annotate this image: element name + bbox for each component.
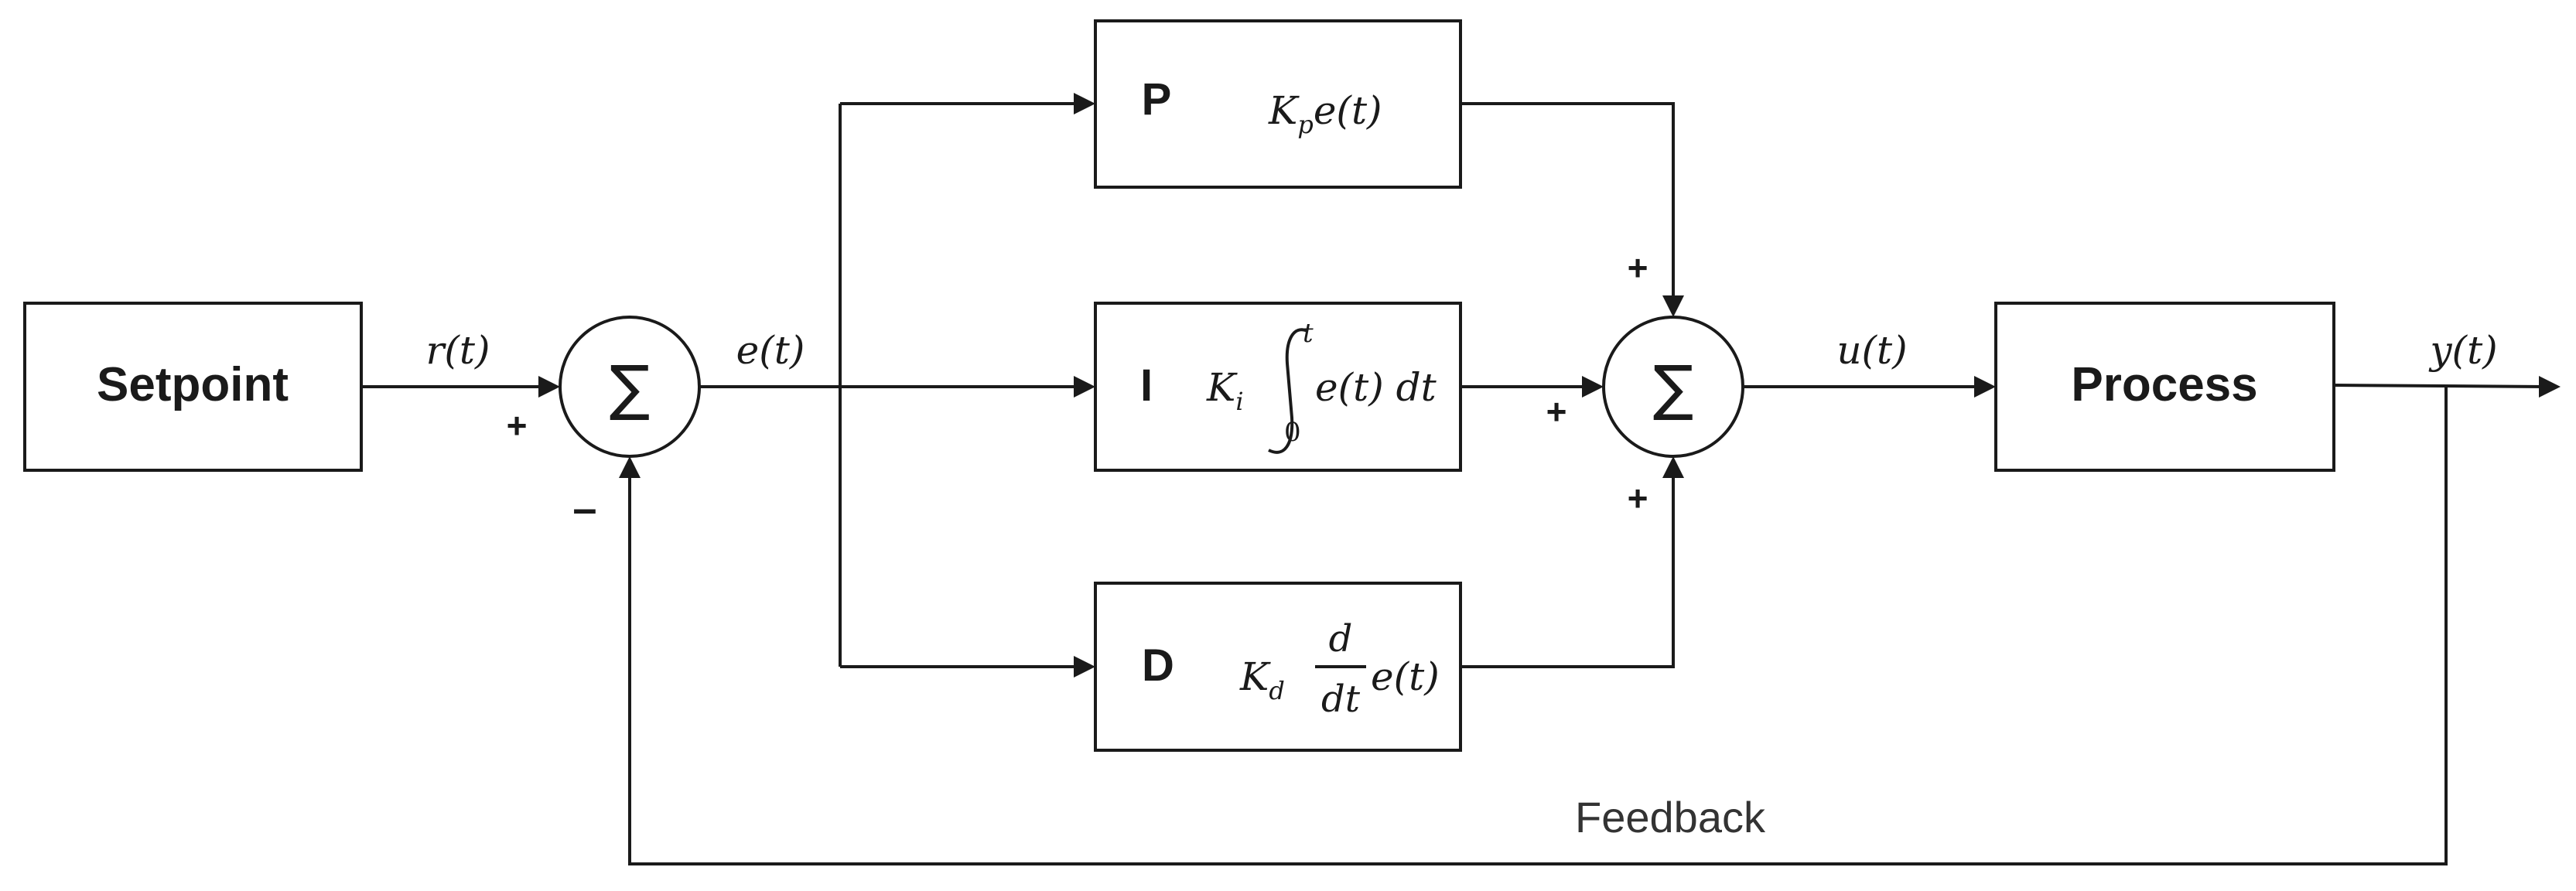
d-block-letter: D	[1142, 640, 1174, 691]
d-body: e(t)	[1371, 654, 1440, 699]
wire-p-out	[1461, 102, 1675, 303]
arrow-to-d	[1074, 656, 1095, 678]
d-gain: K	[1239, 654, 1271, 699]
error-sum-symbol: ∑	[610, 353, 651, 423]
error-minus-sign: –	[572, 483, 596, 532]
i-block-letter: I	[1140, 360, 1153, 411]
p-body: e(t)	[1314, 88, 1382, 133]
pid-left-plus-sign: +	[1546, 391, 1567, 432]
setpoint-block	[23, 302, 363, 472]
i-integrand: e(t) dt	[1315, 365, 1437, 410]
i-lower-limit: 0	[1284, 417, 1301, 448]
arrow-d-into-sum	[1662, 456, 1684, 478]
wire-feedback	[628, 387, 2448, 865]
feedback-label: Feedback	[1575, 793, 1766, 842]
arrow-control	[1974, 376, 1996, 398]
signal-reference-label: r(t)	[425, 328, 490, 373]
p-block-letter: P	[1142, 74, 1172, 125]
i-upper-limit: t	[1303, 318, 1314, 349]
error-plus-sign: +	[507, 405, 528, 446]
p-block	[1094, 19, 1462, 189]
p-gain-sub: p	[1297, 110, 1313, 139]
i-gain-sub: i	[1235, 387, 1243, 416]
d-gain-group: Kd	[1239, 654, 1285, 705]
d-block	[1094, 582, 1462, 752]
arrow-feedback	[619, 456, 641, 478]
pid-sum-symbol: ∑	[1653, 353, 1694, 423]
integral-sign	[1268, 328, 1308, 454]
signal-error-label: e(t)	[736, 328, 805, 373]
d-fraction-denominator: dt	[1321, 678, 1361, 721]
arrow-reference	[538, 376, 560, 398]
i-block	[1094, 302, 1462, 472]
arrow-to-p	[1074, 93, 1095, 114]
p-formula: Kpe(t)	[1268, 88, 1382, 139]
wire-d-out	[1461, 470, 1675, 668]
i-gain: K	[1206, 365, 1238, 410]
i-formula: Ki	[1206, 365, 1244, 416]
signal-control-label: u(t)	[1836, 328, 1907, 373]
arrow-output	[2539, 376, 2561, 398]
arrow-to-i	[1074, 376, 1095, 398]
wire-output	[2333, 384, 2546, 388]
d-fraction-numerator: d	[1329, 617, 1353, 661]
arrow-p-into-sum	[1662, 295, 1684, 317]
pid-top-plus-sign: +	[1628, 248, 1648, 288]
arrow-i-into-sum	[1582, 376, 1604, 398]
signal-output-label: y(t)	[2428, 328, 2497, 373]
setpoint-label: Setpoint	[97, 358, 289, 411]
p-gain: K	[1268, 88, 1300, 133]
process-label: Process	[2071, 358, 2257, 411]
pid-bottom-plus-sign: +	[1628, 478, 1648, 518]
d-gain-sub: d	[1269, 676, 1284, 705]
